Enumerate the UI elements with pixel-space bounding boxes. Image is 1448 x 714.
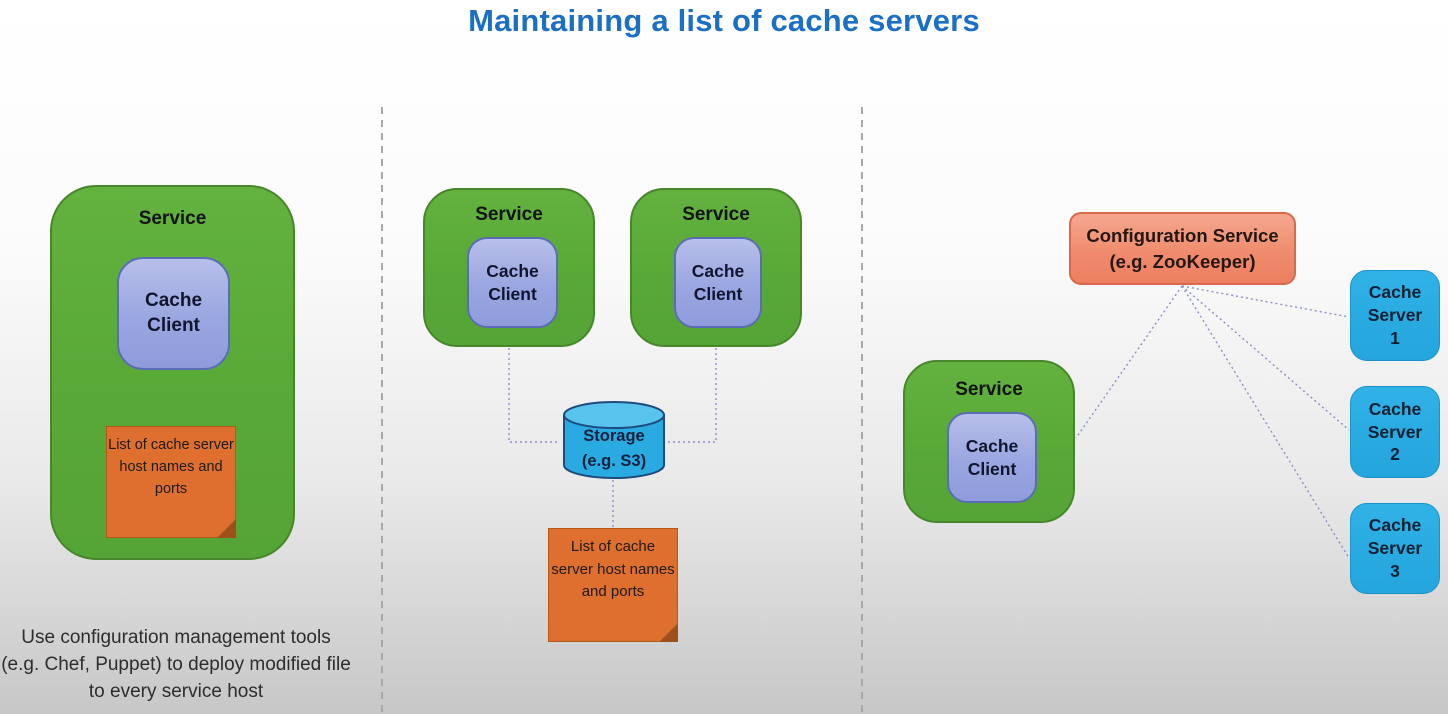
cylinder-body [563,415,665,479]
service-label: Service [682,204,750,225]
section-divider-left [381,107,383,714]
cache-server-3-box: Cache Server 3 [1350,503,1440,594]
service-box-middle-2: Service Cache Client [630,188,802,347]
service-label: Service [138,208,207,229]
service-box-right: Service Cache Client [903,360,1075,523]
connector-config-server3 [1181,285,1350,559]
cache-client-box: Cache Client [947,412,1037,503]
configuration-service-box: Configuration Service (e.g. ZooKeeper) [1069,212,1296,285]
folded-corner-icon [659,623,678,642]
sticky-note-text: List of cache server host names and port… [551,538,675,600]
storage-cylinder [563,401,665,479]
cache-client-box: Cache Client [117,257,230,370]
connector-config-service [1075,285,1183,439]
sticky-note-middle: List of cache server host names and port… [548,528,678,642]
left-caption: Use configuration management tools (e.g.… [1,627,351,702]
section-divider-right [861,107,863,714]
folded-corner-icon [217,519,236,538]
sticky-note-text: List of cache server host names and port… [108,437,234,498]
storage-label-group: Storage (e.g. S3) [561,424,667,474]
cache-client-box: Cache Client [674,237,762,328]
sticky-note-left: List of cache server host names and port… [106,426,236,538]
page-title: Maintaining a list of cache servers [468,3,980,38]
cylinder-top [563,401,665,429]
connector-config-server1 [1181,285,1350,318]
service-label: Service [955,379,1023,400]
service-box-middle-1: Service Cache Client [423,188,595,347]
configuration-service-sublabel: (e.g. ZooKeeper) [1109,250,1256,272]
configuration-service-label: Configuration Service [1086,224,1279,246]
service-label: Service [475,204,543,225]
cache-server-1-box: Cache Server 1 [1350,270,1440,361]
cache-server-2-box: Cache Server 2 [1350,386,1440,478]
cache-client-box: Cache Client [467,237,558,328]
connector-config-server2 [1181,285,1350,431]
storage-sublabel: (e.g. S3) [581,451,647,470]
storage-label: Storage [583,427,645,445]
connector-service1-storage [508,348,560,443]
service-box-left: Service Cache Client [50,185,295,560]
connector-service2-storage [667,348,717,443]
